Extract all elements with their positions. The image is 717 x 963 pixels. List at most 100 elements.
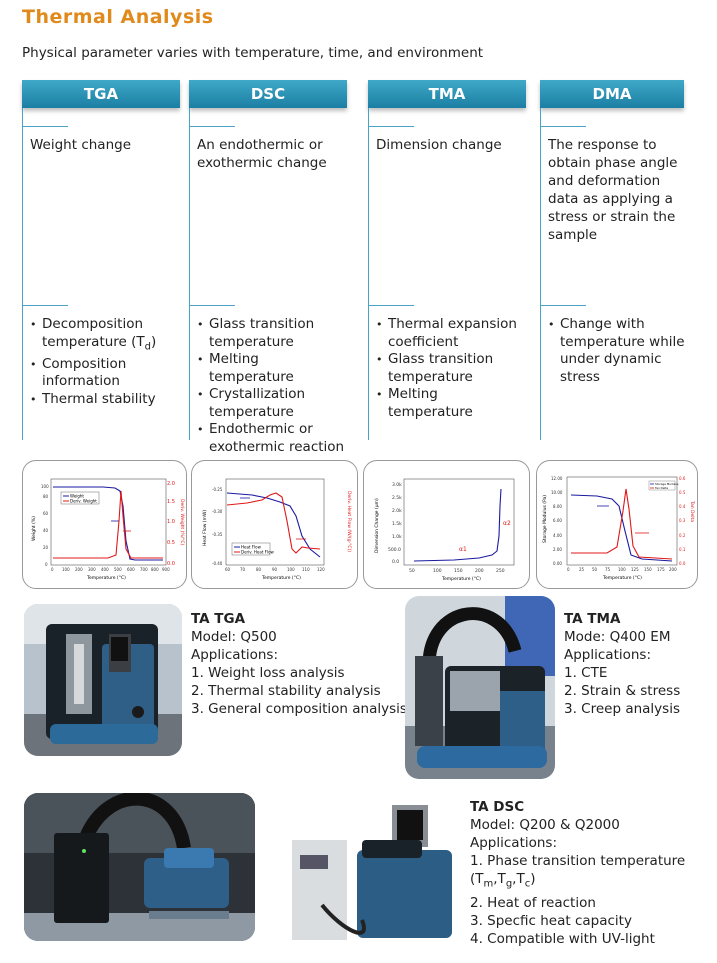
instrument-model: Model: Q500 [191,629,277,645]
column-divider [22,108,23,440]
divider [22,305,68,306]
y2-axis-label: Tan Delta [689,500,695,522]
y-tick: 12.00 [551,476,563,481]
y-tick: 2.0k [392,508,402,514]
page-subtitle: Physical parameter varies with temperatu… [22,45,484,61]
y2-tick: 0.5 [167,540,175,546]
y-tick: 100 [41,484,49,489]
x-tick: 80 [256,567,262,572]
y2-tick: 0.6 [679,476,686,481]
y-tick: 500.0 [388,547,401,553]
legend-deriv-heat-flow: Deriv. Heat Flow [241,550,275,555]
y-tick: 20 [43,545,49,550]
y-tick: 10.00 [551,490,563,495]
column-description: Weight change [30,137,132,153]
application-item: 3. Specfic heat capacity [470,912,632,929]
x-tick: 800 [151,567,159,572]
application-item: 1. Phase transition temperature [470,853,686,869]
instrument-name: TA DSC [470,799,525,815]
application-item: 3. General composition analysis [191,701,407,717]
y2-tick: 0.2 [679,533,686,538]
y-axis-label: Weight (%) [31,516,37,541]
y-tick: -0.30 [212,509,223,514]
x-tick: 150 [454,568,463,574]
column-dsc: DSC An endothermic or exothermic change … [189,80,347,455]
applications-label: Applications: [470,835,558,851]
y2-tick: 0.3 [679,518,686,523]
y-tick: 8.00 [553,504,562,509]
applications-label: Applications: [191,647,279,663]
legend-tan-delta: Tan Delta [654,486,668,490]
x-tick: 200 [75,567,83,572]
dma-plot: Storage Modulus Tan Delta 0 25 50 75 100… [542,476,695,581]
x-tick: 90 [272,567,278,572]
y2-axis-label: Deriv. Heat Flow (W/(g·°C)) [346,491,352,552]
x-axis-label: Temperature (°C) [86,575,126,581]
divider [368,126,414,127]
x-axis-label: Temperature (°C) [602,575,642,581]
x-tick: 70 [240,567,246,572]
x-tick: 700 [140,567,148,572]
list-item: Melting temperature [376,386,526,421]
tab-tga: TGA [22,80,180,108]
instrument-name: TA TGA [191,611,246,627]
x-tick: 400 [101,567,109,572]
x-tick: 125 [631,567,639,572]
tga-instrument-photo [24,604,182,756]
tga-plot: Weight Deriv. Weight 0 100 200 300 400 5… [31,478,185,581]
application-item: 2. Thermal stability analysis [191,683,381,699]
tma-plot: α1 α2 50 100 150 200 250 0.0 500.0 1.0k … [374,478,515,582]
column-dma: DMA The response to obtain phase angle a… [540,80,698,440]
x-tick: 120 [317,567,325,572]
y-tick: 0.0 [392,559,399,565]
application-item: 3. Creep analysis [564,701,680,717]
dsc-lab-photo [24,793,255,941]
dsc-plot: Heat Flow Deriv. Heat Flow 60 70 80 90 1… [202,478,352,581]
divider [540,305,586,306]
y2-tick: 2.0 [167,481,175,487]
legend-deriv-weight: Deriv. Weight [70,499,97,504]
list-item: Endothermic or exothermic reaction [197,421,347,456]
bullet-list: Glass transition temperature Melting tem… [197,316,347,456]
dsc-instrument-info: TA DSC Model: Q200 & Q2000 Applications:… [470,798,685,948]
tma-instrument-photo [405,596,555,779]
divider [189,126,235,127]
y-tick: 80 [43,494,49,499]
column-description: An endothermic or exothermic change [197,137,327,171]
dma-chart: Storage Modulus Tan Delta 0 25 50 75 100… [536,460,698,589]
legend-storage-modulus: Storage Modulus [655,482,679,486]
y-tick: 2.5k [392,495,402,501]
instrument-model: Model: Q200 & Q2000 [470,817,620,833]
y2-tick: 1.0 [167,519,175,525]
y-tick: 0.00 [553,561,562,566]
y2-tick: 0.0 [679,561,686,566]
y-tick: -0.35 [212,532,223,537]
x-tick: 50 [592,567,598,572]
y-tick: 1.5k [392,521,402,527]
applications-label: Applications: [564,647,652,663]
x-tick: 200 [475,568,484,574]
x-tick: 110 [302,567,310,572]
x-tick: 600 [127,567,135,572]
alpha1-label: α1 [459,546,467,553]
x-tick: 50 [409,568,415,574]
divider [22,126,68,127]
x-tick: 300 [88,567,96,572]
tga-instrument-info: TA TGA Model: Q500 Applications: 1. Weig… [191,610,407,718]
y-tick: 6.00 [553,518,562,523]
x-tick: 100 [618,567,626,572]
y2-tick: 0.4 [679,504,686,509]
application-item: 1. CTE [564,665,608,681]
list-item: Decomposition temperature (Td) [30,316,180,356]
instrument-model: Mode: Q400 EM [564,629,671,645]
tma-instrument-info: TA TMA Mode: Q400 EM Applications: 1. CT… [564,610,680,718]
list-item: Change with temperature while under dyna… [548,316,693,386]
list-item: Crystallization temperature [197,386,347,421]
y-tick: -0.40 [212,561,223,566]
tab-tma: TMA [368,80,526,108]
column-description: The response to obtain phase angle and d… [548,137,678,243]
x-tick: 60 [225,567,231,572]
x-tick: 175 [657,567,665,572]
x-tick: 500 [114,567,122,572]
y2-tick: 0.5 [679,490,686,495]
